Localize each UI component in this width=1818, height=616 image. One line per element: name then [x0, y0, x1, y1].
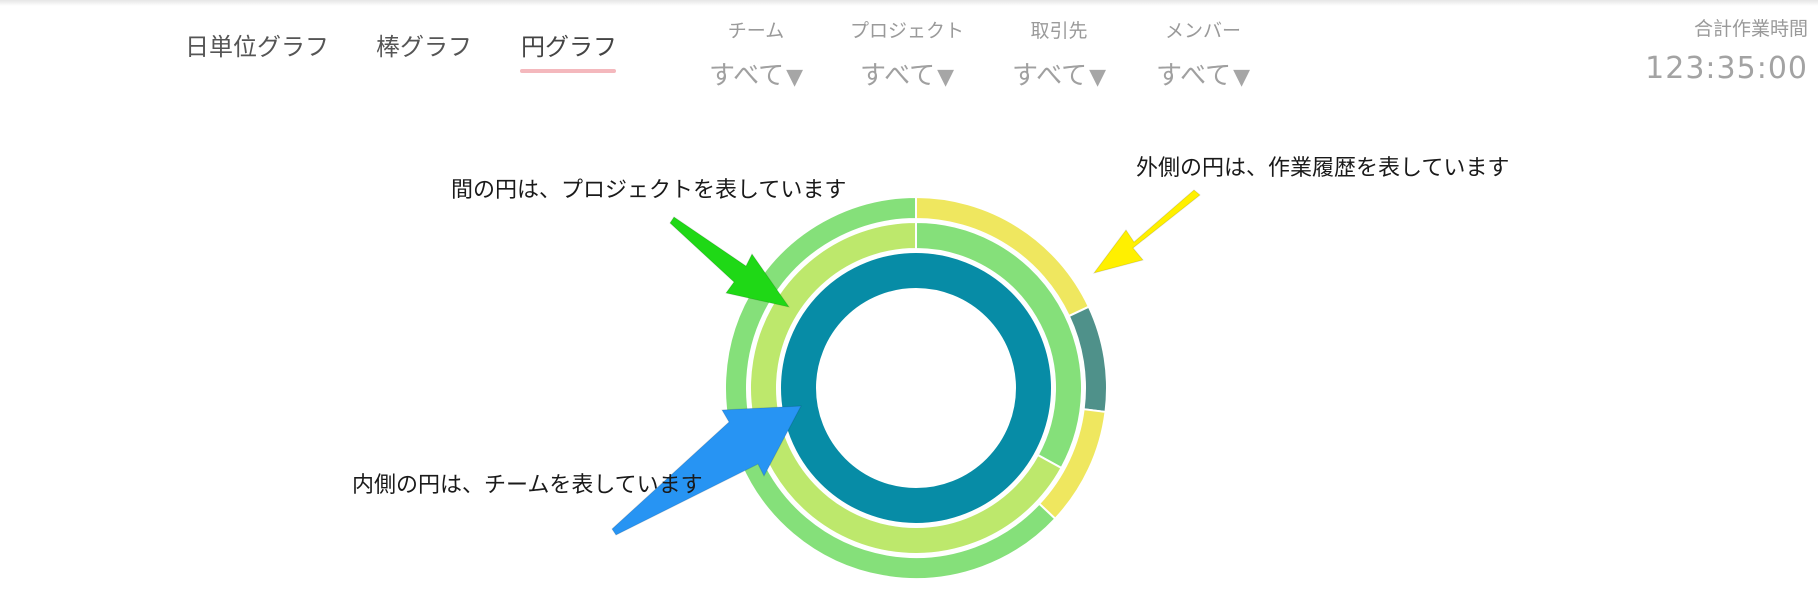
blue-arrow-icon	[611, 405, 802, 536]
dropdown-triangle-icon: ▼	[937, 65, 955, 90]
filter-client-value: すべて	[1011, 61, 1088, 91]
total-work-time-label: 合計作業時間	[1693, 18, 1808, 40]
annotation-arrows	[611, 189, 1201, 536]
filter-client-select[interactable]: すべて▼	[989, 55, 1129, 92]
filter-client: 取引先 すべて▼	[989, 16, 1129, 92]
filter-member-label: メンバー	[1164, 20, 1241, 42]
inner-ring-team	[778, 251, 1054, 525]
dropdown-triangle-icon: ▼	[1089, 65, 1107, 90]
inner-ring-annotation: 内側の円は、チームを表しています	[352, 473, 703, 498]
top-shadow	[0, 0, 1818, 6]
tab-bar-graph[interactable]: 棒グラフ	[376, 33, 472, 61]
inner-ring-segment-1[interactable]	[778, 251, 1054, 525]
outer-ring-work-history	[724, 195, 1108, 580]
filter-client-label: 取引先	[1030, 20, 1088, 42]
tab-pie-graph[interactable]: 円グラフ	[521, 33, 617, 61]
filter-team-select[interactable]: すべて▼	[686, 55, 826, 92]
green-arrow-icon	[669, 216, 791, 308]
filter-member-value: すべて	[1155, 61, 1232, 91]
total-work-time: 合計作業時間 123:35:00	[1645, 14, 1808, 86]
total-work-time-value: 123:35:00	[1645, 51, 1808, 86]
sunburst-chart	[611, 189, 1201, 580]
filter-project-select[interactable]: すべて▼	[837, 55, 977, 92]
filter-team-label: チーム	[727, 20, 785, 42]
outer-ring-segment-4[interactable]	[724, 195, 1057, 580]
active-tab-underline	[520, 69, 616, 73]
filter-team: チーム すべて▼	[686, 16, 826, 92]
filter-member: メンバー すべて▼	[1133, 16, 1273, 92]
tab-daily-graph[interactable]: 日単位グラフ	[185, 33, 329, 61]
header-bar: 日単位グラフ 棒グラフ 円グラフ チーム すべて▼ プロジェクト すべて▼ 取引…	[0, 0, 1818, 110]
dropdown-triangle-icon: ▼	[786, 65, 804, 90]
outer-ring-annotation: 外側の円は、作業履歴を表しています	[1136, 156, 1510, 181]
dropdown-triangle-icon: ▼	[1233, 65, 1251, 90]
filter-member-select[interactable]: すべて▼	[1133, 55, 1273, 92]
pie-chart-area: 間の円は、プロジェクトを表しています 外側の円は、作業履歴を表しています 内側の…	[0, 110, 1818, 616]
filter-project-value: すべて	[859, 61, 936, 91]
filter-project: プロジェクト すべて▼	[837, 16, 977, 92]
middle-ring-annotation: 間の円は、プロジェクトを表しています	[451, 178, 847, 203]
yellow-arrow-icon	[1092, 189, 1201, 274]
filter-team-value: すべて	[708, 61, 785, 91]
middle-ring-segment-2[interactable]	[749, 220, 1063, 555]
middle-ring-project	[749, 220, 1084, 555]
filter-project-label: プロジェクト	[849, 20, 964, 42]
